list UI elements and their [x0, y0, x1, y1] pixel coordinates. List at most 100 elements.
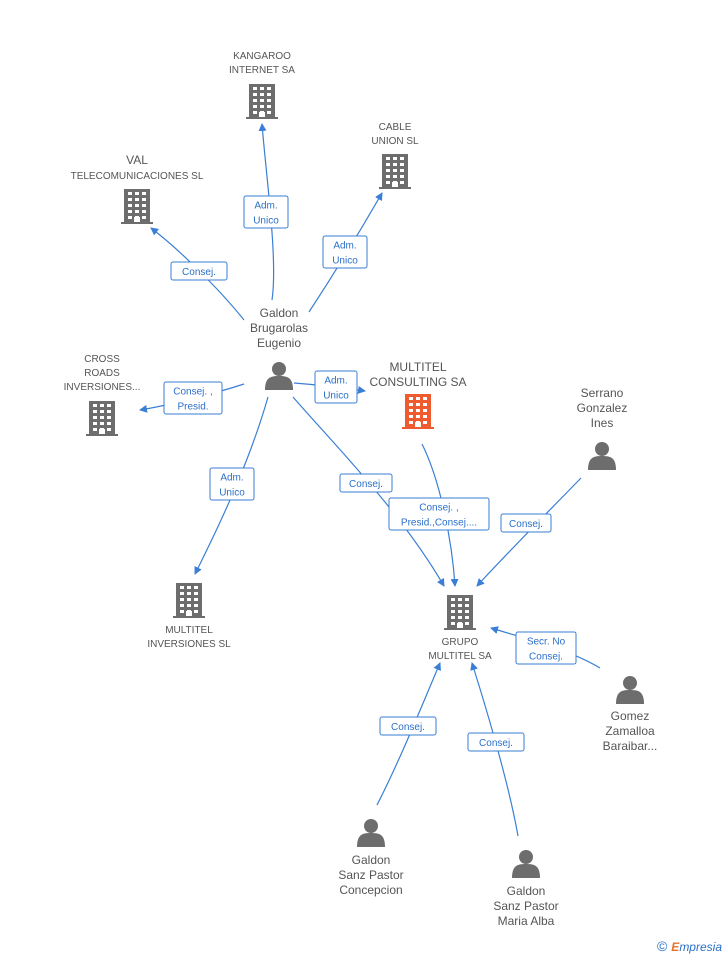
edge-label-text: Unico [219, 488, 245, 499]
node-label-line: Zamalloa [605, 724, 655, 738]
edge-label-text: Unico [332, 256, 358, 267]
building-icon [86, 401, 118, 436]
edge-label-text: Consej. , [173, 387, 212, 398]
node-label-line: ROADS [84, 368, 120, 379]
edge-label-e7[interactable]: Consej. [339, 473, 393, 493]
edge-label-text: Presid.,Consej.... [401, 518, 477, 529]
edge-label-text: Adm. [254, 201, 277, 212]
person-icon [357, 819, 385, 847]
building-icon [379, 154, 411, 189]
node-label-line: CABLE [379, 122, 412, 133]
edge-line [470, 662, 519, 837]
edge-label-box [322, 235, 368, 269]
brand-name: mpresia [679, 940, 722, 954]
edge-label-text: Consej. [529, 652, 563, 663]
edge-label-text: Adm. [333, 241, 356, 252]
node-label-line: Eugenio [257, 336, 301, 350]
node-cross[interactable]: CROSS ROADS INVERSIONES... [64, 354, 141, 436]
edge-label-e12[interactable]: Consej. [467, 732, 525, 752]
node-multitel_inv[interactable]: MULTITEL INVERSIONES SL [147, 583, 231, 650]
person-icon [512, 850, 540, 878]
building-icon [121, 189, 153, 224]
node-label-line: Gomez [611, 709, 650, 723]
building-icon [173, 583, 205, 618]
node-label-line: Sanz Pastor [338, 868, 403, 882]
node-label-line: Galdon [260, 306, 299, 320]
edge-label-text: Adm. [220, 473, 243, 484]
edge-label-box [500, 513, 552, 533]
node-label-line: Gonzalez [577, 401, 628, 415]
edge-label-box [314, 370, 358, 404]
edge-label-e1[interactable]: Adm. Unico [243, 195, 289, 229]
node-label-line: TELECOMUNICACIONES SL [71, 171, 204, 182]
node-label-line: Galdon [352, 853, 391, 867]
node-label-line: Serrano [581, 386, 624, 400]
node-val[interactable]: VAL TELECOMUNICACIONES SL [71, 153, 204, 224]
node-label-line: MULTITEL SA [428, 651, 492, 662]
edge-label-text: Consej. [509, 519, 543, 530]
node-label-line: Sanz Pastor [493, 899, 558, 913]
node-label-line: CROSS [84, 354, 120, 365]
edge-label-e11[interactable]: Consej. [379, 716, 437, 736]
edge-label-e9[interactable]: Consej. [500, 513, 552, 533]
edge-label-e4[interactable]: Consej. ,Presid. [163, 381, 223, 415]
building-icon [402, 394, 434, 429]
edge-label-e5[interactable]: Adm.Unico [314, 370, 358, 404]
edge-label-text: Consej. [391, 722, 425, 733]
node-label-line: INVERSIONES... [64, 382, 141, 393]
node-label-line: INVERSIONES SL [147, 639, 231, 650]
node-gomez[interactable]: GomezZamalloaBaraibar... [603, 676, 658, 753]
footer-brand: ©Empresia [657, 938, 722, 954]
node-label-line: Maria Alba [498, 914, 555, 928]
node-label-line: Brugarolas [250, 321, 308, 335]
node-label-line: GRUPO [442, 637, 479, 648]
edge-label-text: Unico [323, 391, 349, 402]
node-label-line: Galdon [507, 884, 546, 898]
person-icon [265, 362, 293, 390]
edge-label-box [515, 631, 577, 665]
copyright-icon: © [656, 938, 668, 954]
edge-label-box [388, 497, 490, 531]
edge-label-text: Consej. [479, 738, 513, 749]
edge-label-text: Consej. [182, 267, 216, 278]
node-kangaroo[interactable]: KANGAROO INTERNET SA [229, 51, 295, 119]
node-label-line: CONSULTING SA [369, 375, 466, 389]
edge-label-text: Secr. No [527, 637, 566, 648]
node-grupo[interactable]: GRUPO MULTITEL SA [428, 595, 492, 662]
node-label-line: Ines [591, 416, 614, 430]
edge-label-box [339, 473, 393, 493]
edge-label-box [209, 467, 255, 501]
edge-label-box [379, 716, 437, 736]
edge-label-e3[interactable]: Consej. [170, 261, 228, 281]
edge-label-text: Consej. , [419, 503, 458, 514]
node-label-line: MULTITEL [389, 360, 446, 374]
node-label-line: KANGAROO [233, 51, 291, 62]
edge-galdon_mar-to-grupo [470, 662, 519, 837]
edge-label-e6[interactable]: Adm. Unico [209, 467, 255, 501]
building-icon [444, 595, 476, 630]
node-label-line: INTERNET SA [229, 65, 295, 76]
node-label-line: MULTITEL [165, 625, 213, 636]
building-icon [246, 84, 278, 119]
edge-label-box [163, 381, 223, 415]
edge-label-e2[interactable]: Adm. Unico [322, 235, 368, 269]
edge-label-e8[interactable]: Consej. , Presid.,Consej.... [388, 497, 490, 531]
edge-label-box [467, 732, 525, 752]
edge-label-text: Consej. [349, 479, 383, 490]
edge-label-e10[interactable]: Secr. No Consej. [515, 631, 577, 665]
edge-label-box [170, 261, 228, 281]
brand-initial: E [671, 940, 680, 954]
person-icon [616, 676, 644, 704]
node-label-line: Concepcion [339, 883, 402, 897]
edge-label-text: Unico [253, 216, 279, 227]
node-label-line: VAL [126, 153, 148, 167]
